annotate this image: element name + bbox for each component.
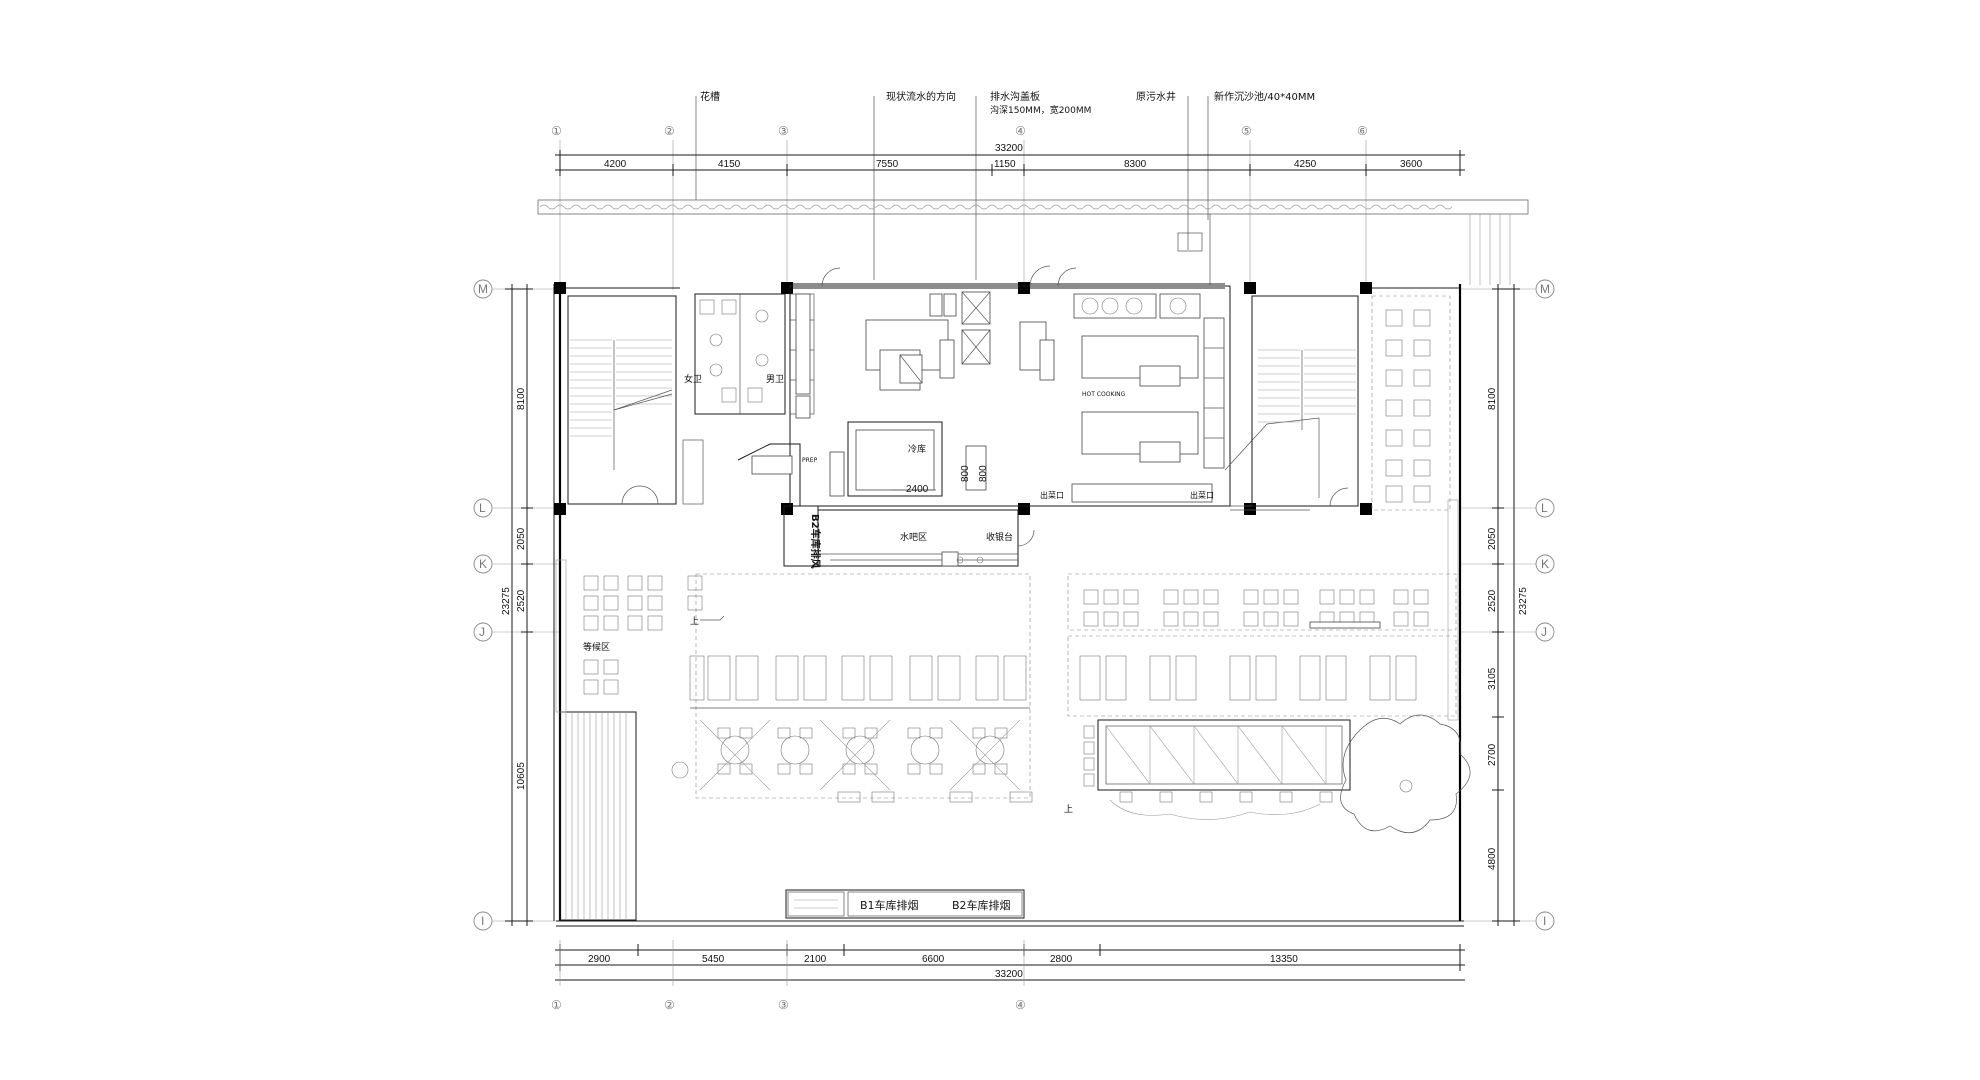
label-up-1: 上	[690, 616, 699, 627]
top-dim-3: 7550	[876, 159, 899, 170]
label-cold-room: 冷库	[908, 443, 926, 455]
label-sedimentation: 新作沉沙池/40*40MM	[1214, 90, 1315, 103]
right-axis-bubbles: M L K J I	[1460, 279, 1555, 931]
axis-bubble-right-I: I	[1543, 914, 1546, 928]
top-dim-7: 3600	[1400, 159, 1423, 170]
label-up-2: 上	[1064, 804, 1073, 815]
axis-bubble-bottom-1: ①	[551, 998, 562, 1012]
cold-room-dim-b: 800	[978, 465, 989, 482]
bottom-dim-6: 13350	[1270, 954, 1298, 965]
bottom-dim-4: 6600	[922, 954, 945, 965]
top-annotations: 花槽 现状流水的方向 排水沟盖板 沟深150MM，宽200MM 原污水井 新作沉…	[695, 90, 1315, 280]
left-bottom-stair	[555, 559, 637, 921]
axis-bubble-left-L: L	[479, 501, 486, 515]
flower-bed-strip	[537, 199, 1529, 285]
right-stair	[1251, 295, 1359, 507]
axis-bubble-left-J: J	[479, 625, 485, 639]
label-prep: PREP	[802, 457, 818, 464]
label-waiting: 等候区	[583, 641, 610, 653]
left-dim-4: 10605	[516, 762, 527, 790]
axis-bubble-bottom-3: ③	[778, 998, 789, 1012]
axis-bubble-top-6: ⑥	[1357, 124, 1368, 138]
axis-bubble-right-J: J	[1541, 625, 1547, 639]
axis-bubble-bottom-4: ④	[1015, 998, 1026, 1012]
right-dimension-chain: 23275 8100 2050 2520 3105 2700 4800	[1487, 284, 1529, 926]
label-water-flow: 现状流水的方向	[886, 90, 956, 103]
axis-bubble-top-3: ③	[778, 124, 789, 138]
right-dim-6: 4800	[1487, 847, 1498, 870]
bottom-dim-1: 2900	[588, 954, 611, 965]
label-serve-1: 出菜口	[1040, 490, 1064, 500]
right-terrace	[1371, 295, 1459, 721]
left-dim-1: 8100	[516, 387, 527, 410]
axis-bubble-top-2: ②	[664, 124, 675, 138]
top-dim-2: 4150	[718, 159, 741, 170]
label-hot-cooking: HOT COOKING	[1082, 391, 1126, 398]
dining-left: 上 等候区	[583, 573, 1033, 803]
label-exhaust: B2车库排风	[809, 514, 822, 569]
top-overall-dim: 33200	[995, 143, 1023, 154]
legend-box: B1车库排烟 B2车库排烟	[785, 889, 1025, 919]
top-dim-4: 1150	[994, 159, 1016, 170]
building-shell	[553, 282, 1464, 927]
kitchen: HOT COOKING 冷库 2400 800 800 PREP 出菜口 出菜口	[737, 265, 1320, 511]
axis-bubble-right-K: K	[1541, 557, 1549, 571]
bottom-axis-bubbles: ① ② ③ ④	[551, 940, 1026, 1012]
left-dimension-chain: 23275 8100 2050 2520 10605	[501, 284, 533, 926]
cold-room-width: 2400	[906, 484, 929, 495]
bottom-dim-3: 2100	[804, 954, 827, 965]
label-drain-spec: 沟深150MM，宽200MM	[990, 104, 1091, 116]
washrooms: 女卫 男卫	[684, 293, 815, 415]
top-dim-1: 4200	[604, 159, 627, 170]
axis-bubble-top-5: ⑤	[1241, 124, 1252, 138]
label-flower-bed: 花槽	[700, 90, 720, 103]
legend-b1: B1车库排烟	[860, 898, 919, 912]
label-womens-wc: 女卫	[684, 373, 702, 385]
axis-bubble-left-M: M	[478, 282, 488, 296]
axis-bubble-right-L: L	[1541, 501, 1548, 515]
label-serve-2: 出菜口	[1190, 490, 1214, 500]
bottom-dim-5: 2800	[1050, 954, 1073, 965]
label-sewage-well: 原污水井	[1136, 90, 1176, 103]
top-dimension-chain: 33200 4200 4150 7550 1150 8300 4250 3600	[555, 143, 1465, 176]
label-drain-cover: 排水沟盖板	[990, 90, 1040, 103]
label-cashier: 收银台	[986, 531, 1013, 543]
legend-b2: B2车库排烟	[952, 898, 1011, 912]
top-dim-5: 8300	[1124, 159, 1147, 170]
right-total-dim: 23275	[1518, 587, 1529, 615]
axis-bubble-top-1: ①	[551, 124, 562, 138]
bar-area: B2车库排风 水吧区 收银台	[783, 505, 1035, 569]
left-stair	[567, 295, 704, 505]
left-dim-2: 2050	[516, 527, 527, 550]
cold-room-dim-a: 800	[960, 465, 971, 482]
axis-bubble-left-K: K	[479, 557, 487, 571]
left-dim-3: 2520	[516, 589, 527, 612]
axis-bubble-right-M: M	[1540, 282, 1550, 296]
left-total-dim: 23275	[501, 587, 512, 615]
axis-bubble-bottom-2: ②	[664, 998, 675, 1012]
top-dim-6: 4250	[1294, 159, 1317, 170]
right-dim-5: 2700	[1487, 743, 1498, 766]
bottom-dim-2: 5450	[702, 954, 725, 965]
right-dim-1: 8100	[1487, 387, 1498, 410]
right-dim-2: 2050	[1487, 527, 1498, 550]
bottom-overall-dim: 33200	[995, 969, 1023, 980]
left-axis-bubbles: M L K J I	[473, 279, 560, 931]
top-axis-bubbles: ① ② ③ ④ ⑤ ⑥	[551, 124, 1368, 290]
label-bar: 水吧区	[900, 531, 927, 543]
right-dim-3: 2520	[1487, 589, 1498, 612]
dining-right: 上	[1064, 573, 1471, 834]
right-dim-4: 3105	[1487, 667, 1498, 690]
bottom-dimension-chain: 2900 5450 2100 6600 2800 13350 33200	[555, 944, 1465, 981]
label-mens-wc: 男卫	[766, 374, 784, 385]
axis-bubble-left-I: I	[481, 914, 484, 928]
axis-bubble-top-4: ④	[1015, 124, 1026, 138]
